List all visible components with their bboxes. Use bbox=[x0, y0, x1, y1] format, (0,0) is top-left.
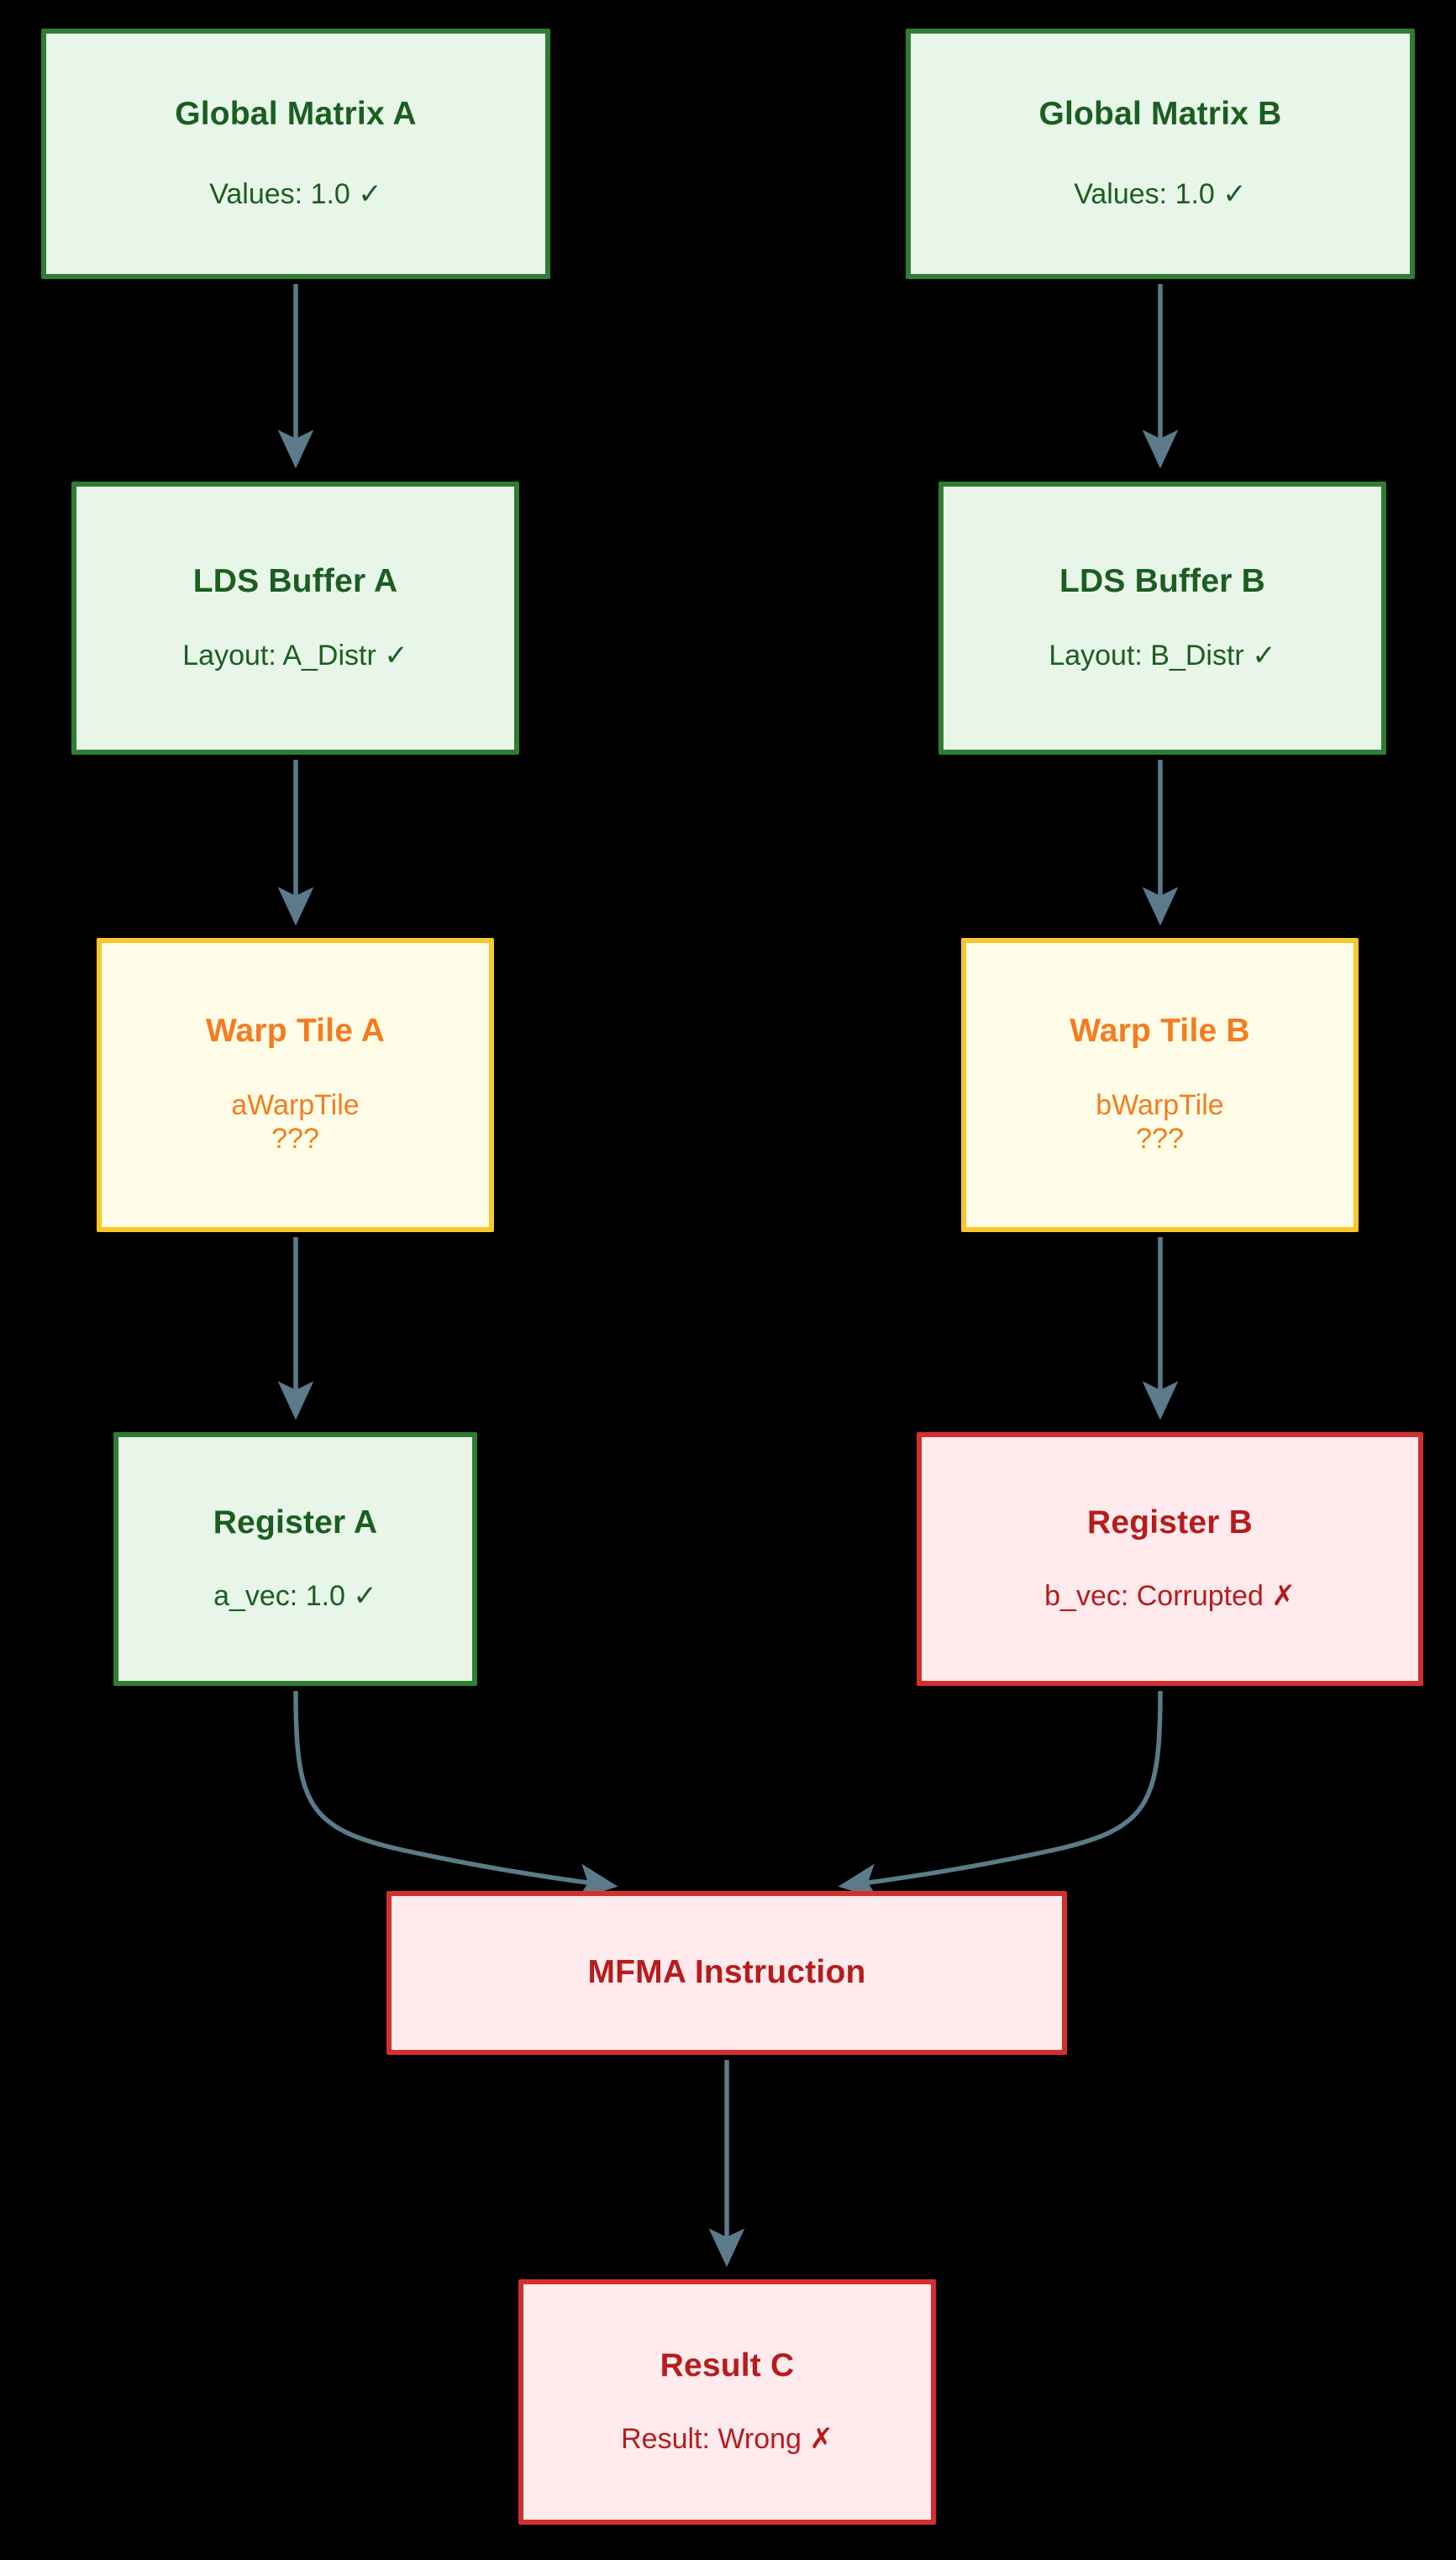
node-detail-secondary: ??? bbox=[271, 1123, 319, 1156]
node-register-b[interactable]: Register B b_vec: Corrupted ✗ bbox=[917, 1432, 1423, 1686]
node-title: LDS Buffer B bbox=[1059, 563, 1266, 599]
node-title: MFMA Instruction bbox=[587, 1954, 866, 1991]
node-register-a[interactable]: Register A a_vec: 1.0 ✓ bbox=[113, 1432, 477, 1686]
node-detail: b_vec: Corrupted ✗ bbox=[1044, 1580, 1296, 1613]
edge-reg-b-to-mfma bbox=[838, 1690, 1163, 1900]
node-detail: Values: 1.0 ✓ bbox=[209, 178, 382, 211]
node-result-c[interactable]: Result C Result: Wrong ✗ bbox=[518, 2279, 936, 2525]
node-detail: a_vec: 1.0 ✓ bbox=[213, 1580, 377, 1613]
node-title: Register B bbox=[1086, 1504, 1254, 1541]
node-title: LDS Buffer A bbox=[192, 563, 398, 599]
node-lds-buffer-a[interactable]: LDS Buffer A Layout: A_Distr ✓ bbox=[71, 482, 519, 755]
node-title: Result C bbox=[660, 2347, 795, 2384]
node-detail-secondary: ??? bbox=[1136, 1123, 1184, 1156]
node-detail: Layout: B_Distr ✓ bbox=[1049, 639, 1276, 672]
node-title: Warp Tile A bbox=[205, 1013, 386, 1050]
node-title: Global Matrix B bbox=[1038, 95, 1282, 132]
node-detail: aWarpTile bbox=[231, 1089, 360, 1122]
node-title: Global Matrix A bbox=[175, 95, 417, 132]
node-detail: bWarpTile bbox=[1096, 1089, 1224, 1122]
node-title: Warp Tile B bbox=[1070, 1013, 1250, 1050]
node-detail: Layout: A_Distr ✓ bbox=[182, 639, 408, 672]
edge-reg-a-to-mfma bbox=[293, 1690, 618, 1900]
node-warp-tile-a[interactable]: Warp Tile A aWarpTile ??? bbox=[97, 938, 494, 1232]
node-title: Register A bbox=[213, 1504, 378, 1541]
node-mfma-instruction[interactable]: MFMA Instruction bbox=[386, 1891, 1067, 2055]
node-detail: Result: Wrong ✗ bbox=[621, 2423, 833, 2456]
node-detail: Values: 1.0 ✓ bbox=[1074, 178, 1247, 211]
node-global-matrix-a[interactable]: Global Matrix A Values: 1.0 ✓ bbox=[41, 29, 550, 279]
node-warp-tile-b[interactable]: Warp Tile B bWarpTile ??? bbox=[961, 938, 1359, 1232]
node-lds-buffer-b[interactable]: LDS Buffer B Layout: B_Distr ✓ bbox=[938, 482, 1386, 755]
node-global-matrix-b[interactable]: Global Matrix B Values: 1.0 ✓ bbox=[906, 29, 1415, 279]
